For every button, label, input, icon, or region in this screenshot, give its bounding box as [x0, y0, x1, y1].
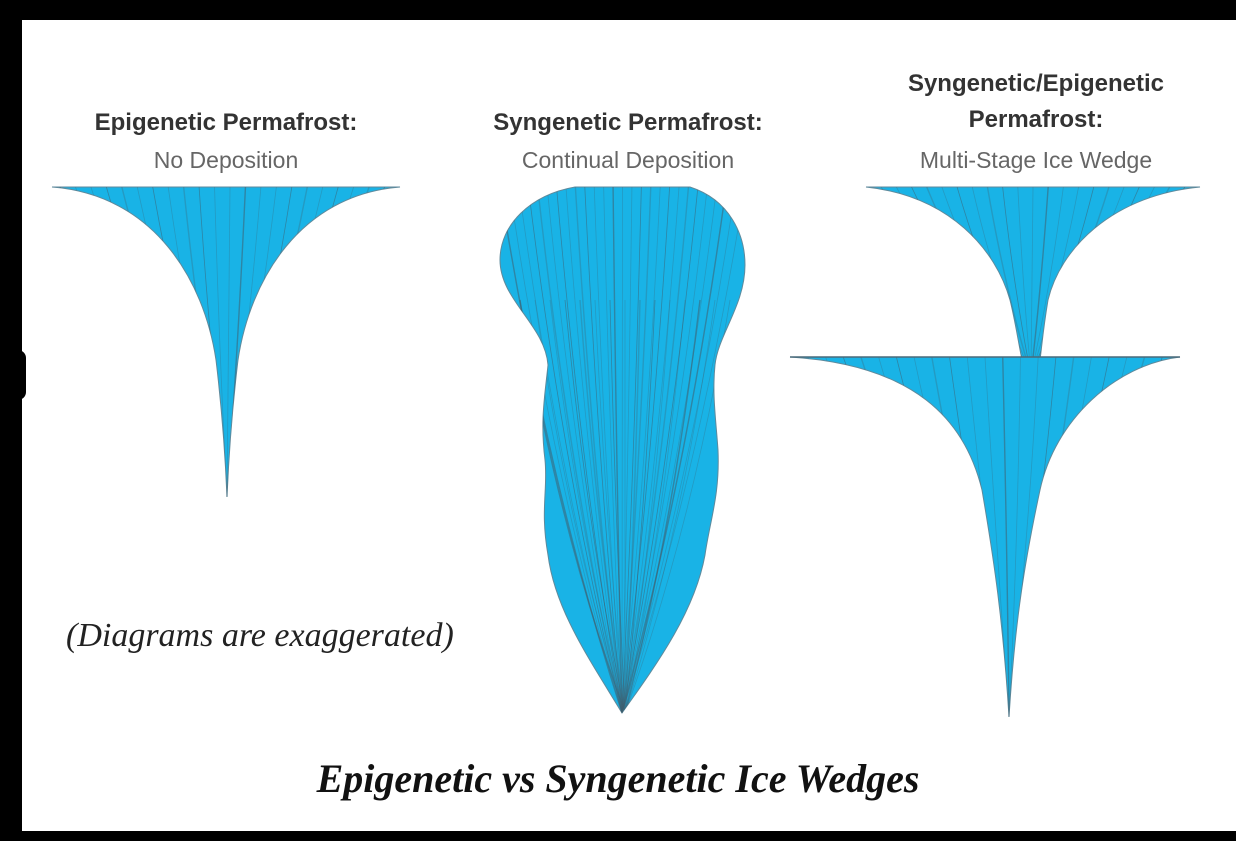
ice-vein-streak [622, 187, 623, 713]
figure-title: Epigenetic vs Syngenetic Ice Wedges [0, 755, 1236, 802]
epigenetic-wedge [52, 187, 400, 497]
syngenetic-subheading: Continual Deposition [448, 145, 808, 175]
multi-stage-heading-line1: Syngenetic/Epigenetic [856, 69, 1216, 99]
epigenetic-subheading: No Deposition [46, 145, 406, 175]
epigenetic-heading: Epigenetic Permafrost: [46, 108, 406, 138]
multi-stage-wedge [790, 187, 1200, 717]
exaggeration-note: (Diagrams are exaggerated) [66, 617, 454, 655]
multi-stage-subheading: Multi-Stage Ice Wedge [856, 145, 1216, 175]
syngenetic-heading: Syngenetic Permafrost: [448, 108, 808, 138]
multi-stage-heading-line2: Permafrost: [856, 105, 1216, 135]
syngenetic-wedge [500, 187, 745, 713]
